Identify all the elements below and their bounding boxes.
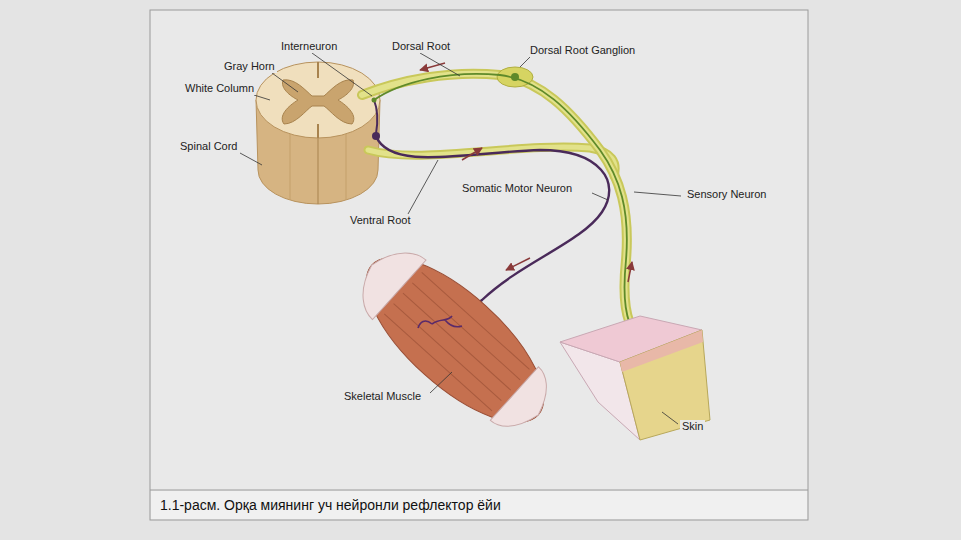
part-label: Dorsal Root — [390, 40, 452, 53]
skeletal-muscle — [341, 231, 569, 449]
impulse-arrows — [420, 63, 632, 282]
figure-caption: 1.1-расм. Орқа миянинг уч нейронли рефле… — [158, 497, 503, 513]
part-label: Gray Horn — [222, 60, 277, 73]
ventral-root — [368, 147, 615, 176]
ganglion — [497, 67, 533, 87]
part-label: Interneuron — [279, 40, 339, 53]
spinal-cord — [256, 62, 380, 204]
part-label: Skin — [680, 420, 705, 433]
leader-lines — [240, 53, 681, 424]
part-label: White Column — [183, 82, 256, 95]
part-label: Ventral Root — [348, 214, 413, 227]
part-label: Dorsal Root Ganglion — [528, 44, 637, 57]
caption-rule — [150, 490, 808, 491]
interneuron — [374, 100, 377, 134]
skin-block — [560, 316, 710, 440]
figure-frame — [150, 10, 808, 520]
part-label: Sensory Neuron — [685, 188, 769, 201]
part-label: Skeletal Muscle — [342, 390, 423, 403]
part-label: Somatic Motor Neuron — [460, 182, 574, 195]
part-label: Spinal Cord — [178, 140, 239, 153]
caption-band — [151, 491, 807, 519]
